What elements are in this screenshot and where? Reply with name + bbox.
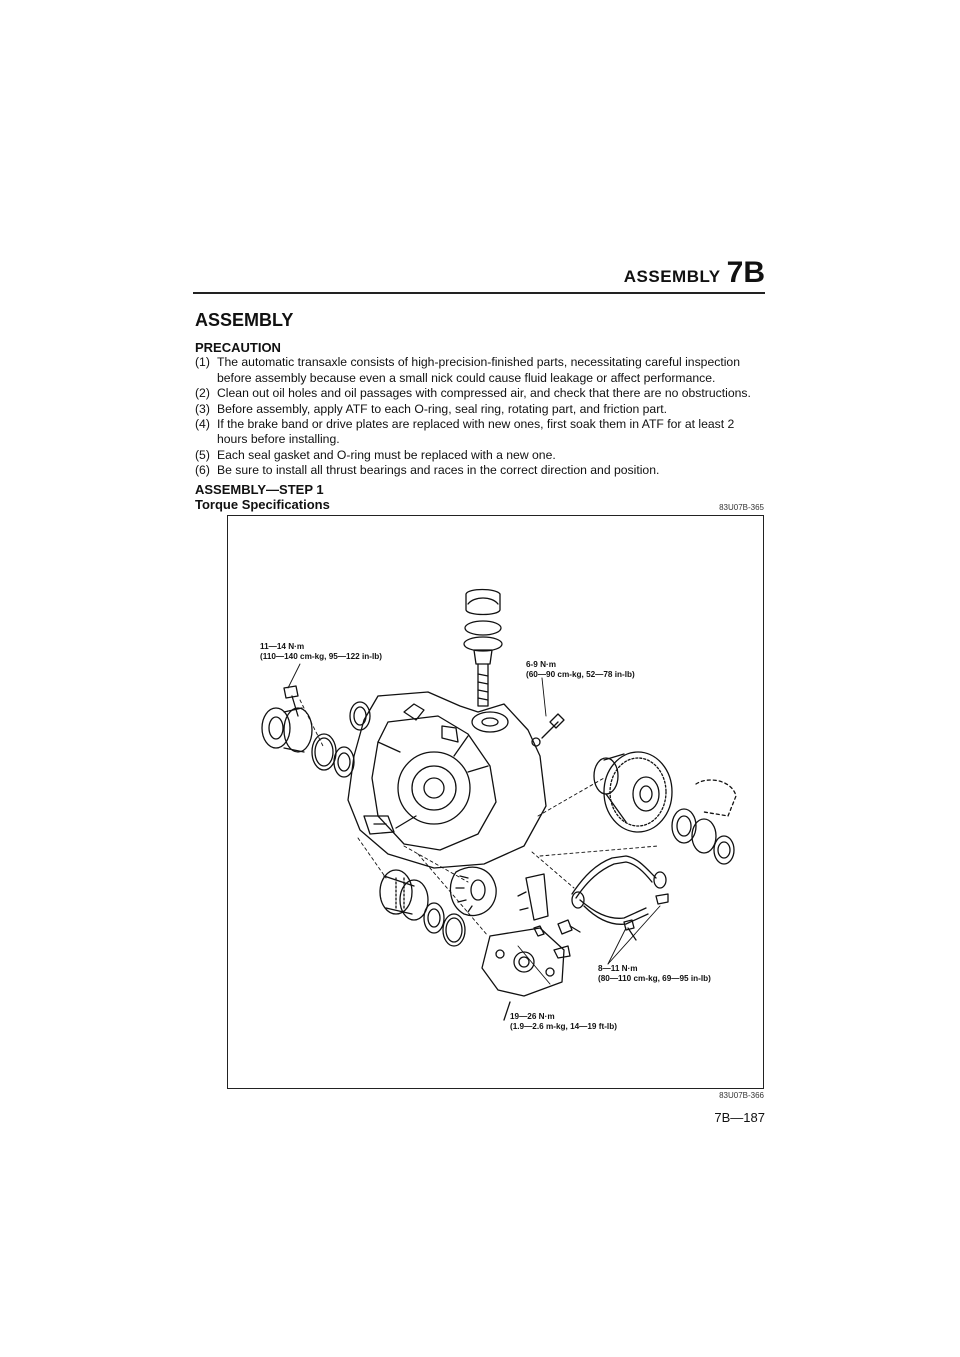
bracket-part xyxy=(517,873,581,935)
precaution-item-text: Clean out oil holes and oil passages wit… xyxy=(217,386,751,401)
precaution-item: (2) Clean out oil holes and oil passages… xyxy=(195,386,765,401)
torque-conversion: (110—140 cm-kg, 95—122 in-lb) xyxy=(260,652,382,661)
assembly-guide-lines xyxy=(299,699,659,937)
right-side-seals xyxy=(671,779,737,865)
precaution-heading: PRECAUTION xyxy=(195,340,281,355)
torque-label-8-11: 8—11 N·m (80—110 cm-kg, 69—95 in-lb) xyxy=(598,964,711,984)
page-number: 7B—187 xyxy=(714,1110,765,1125)
bolt-top-right xyxy=(531,713,565,747)
label-leader-lines xyxy=(287,663,661,985)
center-bottom-seals xyxy=(423,902,466,947)
bolt-left xyxy=(283,685,299,717)
precaution-item-text: Before assembly, apply ATF to each O-rin… xyxy=(217,401,668,416)
precaution-item-number: (4) xyxy=(195,417,210,432)
precaution-item: (4) If the brake band or drive plates ar… xyxy=(195,417,765,448)
torque-value: 19—26 N·m xyxy=(510,1012,555,1021)
page-header: ASSEMBLY 7B xyxy=(193,258,765,294)
precaution-item: (3) Before assembly, apply ATF to each O… xyxy=(195,402,765,417)
oil-pump-cover xyxy=(471,711,509,733)
torque-conversion: (1.9—2.6 m-kg, 14—19 ft-lb) xyxy=(510,1022,617,1031)
torque-value: 6-9 N·m xyxy=(526,660,557,669)
precaution-item-number: (3) xyxy=(195,401,210,416)
torque-label-19-26: 19—26 N·m (1.9—2.6 m-kg, 14—19 ft-lb) xyxy=(510,1012,617,1032)
precaution-section: PRECAUTION (1) The automatic transaxle c… xyxy=(195,340,765,479)
torque-value: 11—14 N·m xyxy=(260,642,305,651)
header-section-word: ASSEMBLY xyxy=(623,267,721,286)
exploded-view-figure: 11—14 N·m (110—140 cm-kg, 95—122 in-lb) … xyxy=(227,515,764,1089)
governor-assembly xyxy=(463,588,503,707)
transaxle-exploded-drawing xyxy=(261,588,737,1021)
precaution-item-number: (6) xyxy=(195,463,210,478)
page-title: ASSEMBLY xyxy=(195,310,294,330)
pipe-bolts xyxy=(533,893,669,941)
precaution-item: (6) Be sure to install all thrust bearin… xyxy=(195,463,765,478)
transaxle-case xyxy=(347,691,547,869)
figure-id-top: 83U07B-365 xyxy=(719,503,764,512)
oil-pipe xyxy=(571,855,667,925)
step-title: ASSEMBLY—STEP 1 xyxy=(195,482,324,497)
header-text: ASSEMBLY 7B xyxy=(624,258,765,288)
torque-value: 8—11 N·m xyxy=(598,964,638,973)
precaution-item-number: (1) xyxy=(195,355,210,370)
torque-conversion: (80—110 cm-kg, 69—95 in-lb) xyxy=(598,974,711,983)
differential-ring-gear xyxy=(593,751,673,833)
torque-label-6-9: 6-9 N·m (60—90 cm-kg, 52—78 in-lb) xyxy=(526,660,635,680)
step-subtitle: Torque Specifications xyxy=(195,497,330,512)
precaution-item: (1) The automatic transaxle consists of … xyxy=(195,355,765,386)
precaution-item-number: (2) xyxy=(195,386,210,401)
figure-id-bottom: 83U07B-366 xyxy=(719,1091,764,1100)
precaution-item-text: Be sure to install all thrust bearings a… xyxy=(217,463,660,478)
torque-label-11-14: 11—14 N·m (110—140 cm-kg, 95—122 in-lb) xyxy=(260,642,382,662)
precaution-item-text: Each seal gasket and O-ring must be repl… xyxy=(217,447,556,462)
precaution-item-text: The automatic transaxle consists of high… xyxy=(217,355,740,385)
step-heading: ASSEMBLY—STEP 1 Torque Specifications xyxy=(195,482,330,512)
header-chapter: 7B xyxy=(726,256,765,289)
precaution-item-text: If the brake band or drive plates are re… xyxy=(217,417,735,447)
torque-conversion: (60—90 cm-kg, 52—78 in-lb) xyxy=(526,670,635,679)
left-side-parts xyxy=(261,701,371,778)
bottom-cover xyxy=(481,927,571,1021)
precaution-item: (5) Each seal gasket and O-ring must be … xyxy=(195,448,765,463)
precaution-item-number: (5) xyxy=(195,447,210,462)
idler-gear xyxy=(379,869,429,921)
output-gear xyxy=(449,866,497,917)
